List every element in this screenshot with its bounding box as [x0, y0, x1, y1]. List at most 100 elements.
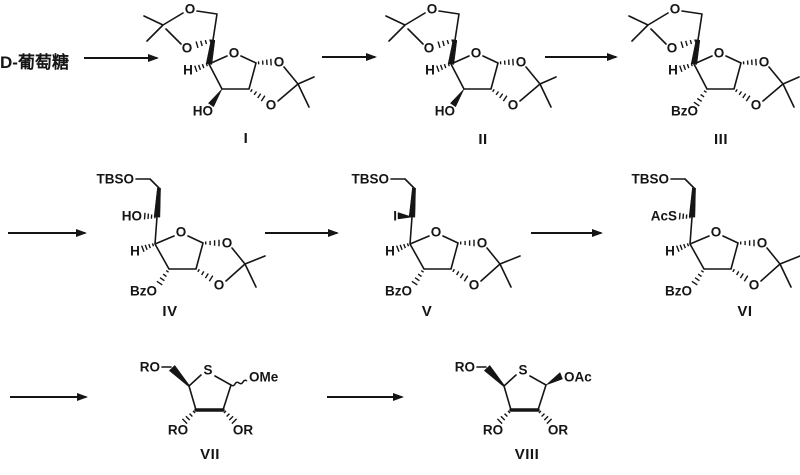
atom-label-s: S: [518, 363, 527, 378]
hashed-bond-c3-sub: [156, 270, 169, 286]
substituent-label-c3: BzO: [665, 284, 692, 299]
skeleton-bonds: [385, 10, 557, 108]
atom-label-h: H: [668, 63, 678, 78]
substituent-label-c1: OMe: [249, 370, 279, 385]
structure-label-VIII: VIII: [514, 446, 540, 463]
atom-label-o: O: [214, 278, 225, 293]
hashed-bond-c4-h: [140, 243, 155, 253]
structure-drawing: O O O O O H HO: [385, 2, 557, 119]
wedge-bond-c6-c5: [153, 187, 161, 218]
reaction-arrow-1: [84, 57, 157, 59]
atom-label-o: O: [759, 55, 770, 70]
hashed-bond-c3-sub: [411, 270, 424, 286]
start-material-label: D-葡萄糖: [0, 53, 69, 72]
hashed-bond-c4-h: [194, 63, 208, 73]
substituent-label-c5: I: [393, 209, 397, 224]
hashed-bond-c4-h: [395, 243, 410, 253]
structure-label-VI: VI: [737, 303, 753, 320]
substituent-label-c3: BzO: [130, 284, 157, 299]
hashed-bond-c4-h: [675, 243, 690, 253]
chain-label: TBSO: [351, 172, 389, 187]
structure-II: O O O O O H HO: [385, 0, 585, 122]
structure-I: O O O O O H HO: [143, 0, 343, 122]
structure-III: O O O O O H BzO: [628, 0, 800, 122]
substituent-label-c2: OR: [548, 423, 569, 438]
structure-label-I: I: [243, 130, 249, 147]
atom-label-h: H: [665, 244, 675, 259]
reaction-arrow-6: [531, 232, 601, 234]
atom-label-h: H: [130, 244, 140, 259]
substituent-label-c5: HO: [122, 209, 142, 224]
hashed-bond-c3-sub: [691, 270, 704, 286]
structure-drawing: O O O O O H HO: [143, 2, 315, 119]
structure-IV: TBSO HO O O O H BzO: [93, 163, 278, 303]
hashed-bond-c1-o: [740, 239, 755, 247]
reaction-arrow-2: [322, 56, 375, 58]
hashed-bond-c1-o: [257, 58, 272, 66]
structure-drawing: TBSO I O O O H BzO: [351, 172, 521, 299]
hashed-bond-c1-o: [742, 58, 757, 66]
structure-label-VII: VII: [200, 446, 220, 463]
chain-label: RO: [455, 360, 475, 375]
atom-label-h: H: [183, 63, 193, 78]
hashed-bond-c3-sub: [693, 90, 707, 107]
hashed-bond-c2-o: [492, 89, 508, 102]
chain-label: TBSO: [631, 172, 669, 187]
structure-label-III: III: [713, 131, 729, 148]
hashed-bond-c5-o: [680, 39, 697, 49]
hashed-bond-c3-sub: [496, 410, 511, 425]
reaction-arrow-7: [10, 396, 86, 398]
structure-V: TBSO I O O O H BzO: [348, 163, 533, 303]
hashed-bond-c2-sub: [538, 410, 553, 425]
atom-label-o: O: [667, 41, 678, 56]
wedge-bond-c5-c4: [205, 39, 216, 65]
structure-label-IV: IV: [162, 303, 178, 320]
hashed-bond-c2-o: [735, 89, 751, 102]
atom-label-o: O: [757, 236, 768, 251]
hashed-bond-c3-sub: [181, 410, 196, 425]
skeleton-bonds: [476, 366, 547, 411]
hashed-bond-c1-o: [499, 58, 514, 66]
substituent-label-c3: RO: [168, 423, 188, 438]
structure-drawing: RO S OAc RO OR: [455, 360, 593, 438]
structure-label-II: II: [478, 131, 488, 148]
atom-label-o: O: [508, 98, 519, 113]
skeleton-bonds: [670, 178, 800, 288]
wedge-bond-c5-sub: [397, 212, 413, 220]
hashed-bond-c2-o: [452, 268, 469, 282]
atom-label-o: O: [229, 46, 240, 61]
atom-label-o: O: [176, 225, 187, 240]
wedge-bond-c4-c5: [483, 365, 505, 387]
wedge-bond-c6-c5: [688, 187, 696, 218]
substituent-label-c3: HO: [435, 104, 455, 119]
atom-label-o: O: [431, 225, 442, 240]
substituent-label-c3: RO: [483, 423, 503, 438]
structure-VI: TBSO AcS O O O H BzO: [628, 163, 800, 303]
atom-label-o: O: [266, 98, 277, 113]
hashed-bond-c2-o: [250, 89, 266, 102]
skeleton-bonds: [143, 10, 315, 108]
wedge-bond-c4-c5: [168, 365, 190, 387]
reaction-arrow-4: [8, 232, 85, 234]
atom-label-o: O: [477, 236, 488, 251]
wedge-bond-c6-c5: [408, 187, 416, 218]
hashed-bond-c1-o: [205, 239, 220, 247]
hashed-bond-c4-h: [436, 63, 450, 73]
squiggle-bond-c1-sub: [230, 379, 248, 387]
hashed-bond-c5-o: [195, 39, 212, 49]
atom-label-o: O: [714, 46, 725, 61]
wedge-bond-c5-c4: [690, 39, 701, 65]
substituent-label-c3: HO: [193, 104, 213, 119]
structure-label-V: V: [421, 303, 433, 320]
skeleton-bonds: [390, 178, 521, 288]
chain-label: TBSO: [96, 172, 134, 187]
structure-VIII: RO S OAc RO OR: [439, 350, 614, 442]
structure-drawing: RO S OMe RO OR: [140, 360, 279, 438]
atom-label-o: O: [516, 55, 527, 70]
atom-label-h: H: [425, 63, 435, 78]
reaction-arrow-5: [265, 232, 337, 234]
atom-label-o: O: [427, 2, 438, 17]
wedge-bond-c1-sub: [545, 372, 563, 386]
skeleton-bonds: [135, 178, 266, 288]
